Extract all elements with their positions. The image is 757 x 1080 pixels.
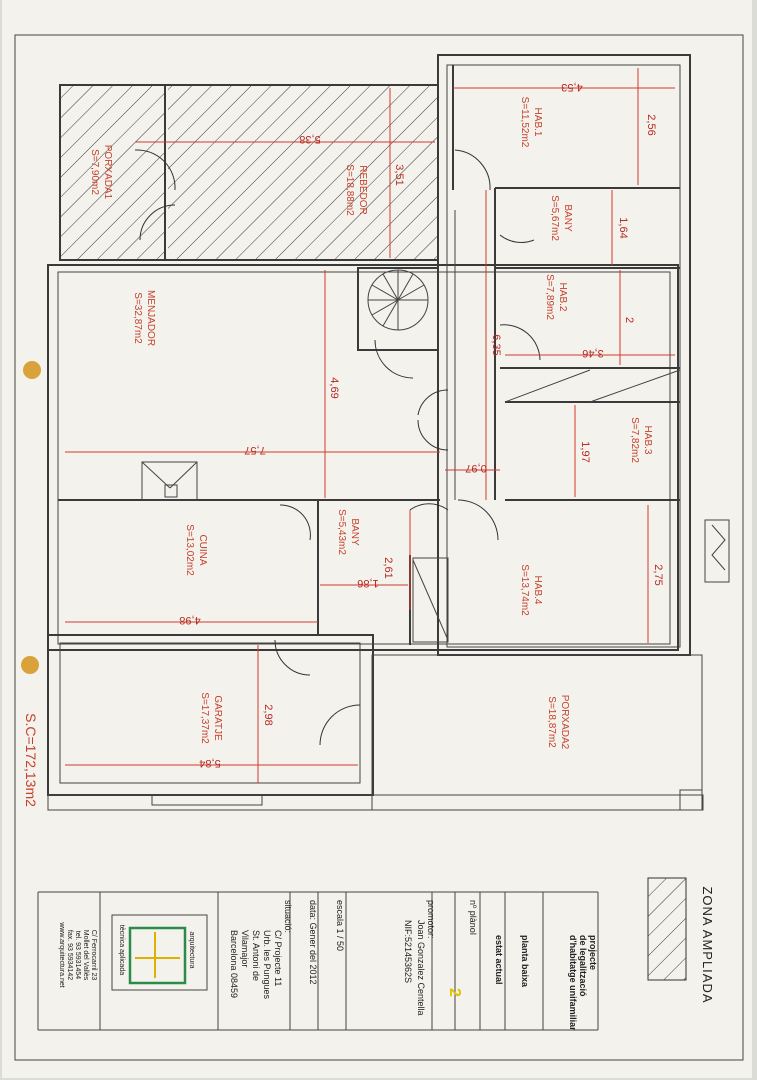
spiral-stair (357, 267, 439, 351)
dim-1-86: 1,86 (357, 577, 378, 589)
room-porxada2-area: S=18,87m2 (546, 696, 557, 748)
stair-treads (368, 270, 428, 330)
punch-hole-icon (23, 361, 41, 379)
room-bany1-area: S=5,67m2 (549, 195, 560, 241)
room-hab2-name: HAB.2 (557, 283, 568, 312)
room-labels: HAB.1 S=11,52m2 BANY S=5,67m2 HAB.2 S=7,… (89, 97, 653, 750)
room-garatje-area: S=17,37m2 (199, 692, 210, 744)
title-block: arquitectura tècnica aplicada C/ Ferroca… (37, 891, 599, 1031)
porxada1-hatch (60, 85, 165, 260)
architect-line-5: www.arquitectura.net (58, 921, 65, 987)
address-1: C/ Projecte 11 (273, 930, 283, 986)
firm-logo (111, 914, 208, 991)
address-5: Barcelona 08459 (229, 930, 239, 998)
room-menjador-area: S=32,87m2 (132, 292, 143, 344)
rebedor-hatch (168, 85, 438, 260)
dim-2-61: 2,61 (382, 557, 394, 578)
dim-1-97: 1,97 (579, 441, 591, 462)
room-porxada1-name: PORXADA1 (102, 145, 113, 200)
dim-7-57: 7,57 (244, 444, 265, 456)
room-cuina-area: S=13,02m2 (184, 524, 195, 576)
logo-caption-1: arquitectura (188, 932, 195, 969)
dim-2-75: 2,75 (652, 564, 664, 585)
room-hab1-name: HAB.1 (532, 108, 543, 137)
scale: escala 1 / 50 (335, 900, 345, 951)
promotor-name: Joan Gonzalez Centella (416, 920, 426, 1016)
punch-hole-icon (21, 656, 39, 674)
architect-line-4: fax. 93 5934142 (66, 930, 73, 980)
room-rebedor-name: REBEDOR (357, 165, 368, 214)
address-4: Vilamajor (240, 930, 250, 967)
room-porxada1-area: S=7,90m2 (89, 149, 100, 195)
plan-state: estat actual (494, 935, 504, 985)
date: data: Gener del 2012 (308, 900, 318, 985)
main-outline (47, 264, 679, 651)
legend-hatch-swatch (647, 877, 687, 981)
room-bany2-area: S=5,43m2 (336, 509, 347, 555)
project-line-2: de legalització (578, 935, 588, 997)
dimension-labels: 4,53 2,56 5,38 3,51 1,64 2 3,46 6,35 4,6… (179, 81, 664, 769)
room-bany2-name: BANY (349, 518, 360, 546)
dim-5-38: 5,38 (299, 133, 320, 145)
dim-1-64: 1,64 (617, 217, 629, 238)
project-line-3: d'habitatge unifamiliar (568, 935, 578, 1031)
dim-2-56: 2,56 (645, 114, 657, 135)
architect-line-2: Mollet del Vallès (82, 930, 89, 981)
logo-caption-2: tècnica aplicada (118, 925, 125, 975)
total-area: S.C=172,13m2 (23, 713, 39, 807)
room-porxada2-name: PORXADA2 (559, 695, 570, 750)
project-line-1: projecte (588, 935, 598, 970)
plan-name: planta baixa (520, 935, 530, 988)
address-3: St. Antoni de (251, 930, 261, 981)
fireplace (141, 461, 198, 501)
room-garatje-name: GARATJE (212, 695, 223, 741)
legend-title: ZONA AMPLIADA (700, 886, 715, 1003)
dim-4-98: 4,98 (179, 614, 200, 626)
promotor-nif: NIF:52145362S (403, 920, 413, 983)
room-rebedor-area: S=18,88m2 (344, 164, 355, 216)
room-hab4-name: HAB.4 (532, 576, 543, 605)
dim-4-69: 4,69 (328, 377, 340, 398)
architect-line-1: C/ Ferrocarril 23 (90, 930, 97, 981)
dimension-lines (65, 68, 675, 783)
room-hab3-area: S=7,82m2 (629, 417, 640, 463)
dim-4-53: 4,53 (561, 81, 582, 93)
architect-line-3: tel. 93 5931454 (74, 931, 81, 979)
dim-5-84: 5,84 (199, 757, 220, 769)
dim-6-35: 6,35 (490, 334, 502, 355)
sheet-frame (14, 34, 744, 1061)
plan-number-label: nº plànol (468, 900, 478, 935)
room-hab1-area: S=11,52m2 (519, 97, 530, 148)
dim-2-98: 2,98 (262, 704, 274, 725)
room-cuina-name: CUINA (197, 534, 208, 565)
dim-3-51: 3,51 (393, 164, 405, 185)
room-hab2-area: S=7,89m2 (544, 274, 555, 320)
room-bany1-name: BANY (562, 204, 573, 232)
room-hab3-name: HAB.3 (642, 426, 653, 455)
entrance-step (704, 519, 730, 583)
address-2: Urb. les Pungues (262, 930, 272, 1000)
dim-2: 2 (623, 317, 635, 323)
plan-number: 2 (446, 988, 463, 997)
room-menjador-name: MENJADOR (145, 290, 156, 346)
room-hab4-area: S=13,74m2 (519, 564, 530, 616)
promotor-label: promotor: (426, 900, 436, 939)
door-arc (454, 149, 491, 191)
situacio-label: situació: (283, 900, 293, 933)
dim-0-97: 0,97 (465, 462, 486, 474)
dim-3-46: 3,46 (582, 347, 603, 359)
